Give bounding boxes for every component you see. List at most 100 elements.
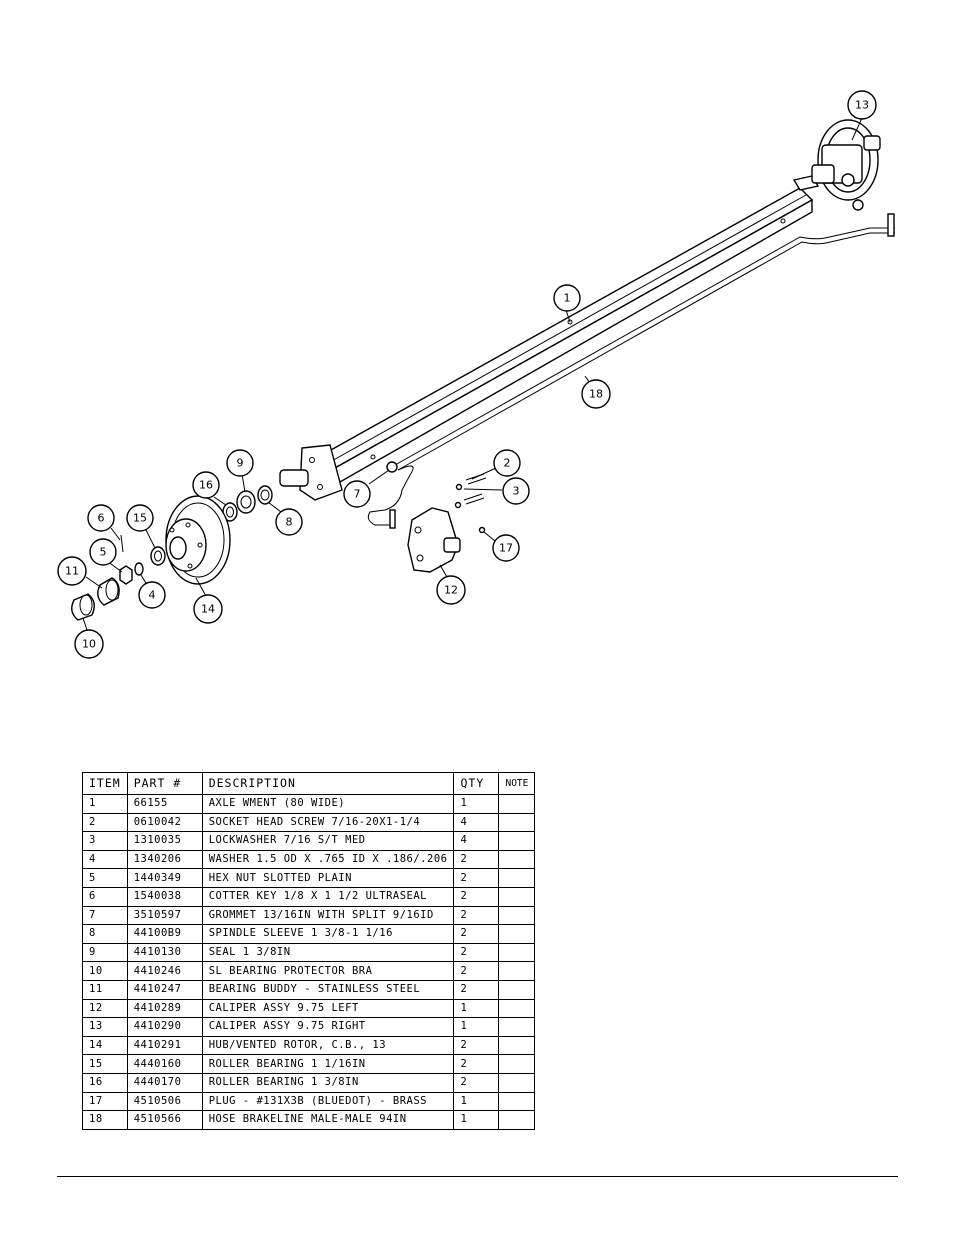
cell-part-number: 4410291 (126, 1035, 203, 1056)
svg-text:9: 9 (237, 457, 244, 470)
cell-part-number: 1540038 (126, 886, 203, 907)
cell-qty: 1 (453, 794, 500, 814)
cell-note (498, 868, 536, 888)
cell-note (498, 1072, 536, 1093)
cell-note (498, 831, 536, 851)
cell-description: HEX NUT SLOTTED PLAIN (201, 868, 455, 888)
cotter-key (120, 534, 124, 553)
svg-text:1: 1 (564, 292, 571, 305)
svg-text:16: 16 (199, 479, 213, 492)
cell-part-number: 4440170 (126, 1072, 203, 1093)
grommet (386, 461, 398, 473)
bearing-protector (71, 593, 95, 621)
cell-qty: 4 (453, 831, 500, 851)
exploded-axle-diagram: 1 2 3 4 5 6 7 8 9 10 11 12 13 14 15 16 1… (57, 90, 895, 659)
cell-item: 13 (82, 1017, 128, 1037)
cell-qty: 2 (453, 979, 500, 1000)
cell-item: 12 (82, 998, 128, 1019)
callout-14: 14 (193, 594, 223, 624)
callout-5: 5 (89, 538, 117, 566)
cell-description: HUB/VENTED ROTOR, C.B., 13 (201, 1035, 455, 1056)
hub-vented-rotor (165, 495, 231, 585)
table-header-row: ITEM PART # DESCRIPTION QTY NOTE (82, 772, 536, 795)
cell-part-number: 1310035 (126, 831, 203, 851)
cell-qty: 1 (453, 1091, 500, 1112)
callout-6: 6 (87, 504, 115, 532)
cell-item: 2 (82, 812, 128, 833)
cell-part-number: 4410247 (126, 979, 203, 1000)
cell-qty: 2 (453, 924, 500, 944)
cell-part-number: 4440160 (126, 1054, 203, 1074)
cell-note (498, 1017, 536, 1037)
caliper-assembly-right (811, 119, 881, 211)
svg-text:7: 7 (354, 488, 361, 501)
cell-part-number: 3510597 (126, 905, 203, 926)
cell-qty: 2 (453, 868, 500, 888)
cell-part-number: 1440349 (126, 868, 203, 888)
brake-line-hose (367, 213, 895, 529)
svg-text:2: 2 (504, 457, 511, 470)
cell-description: WASHER 1.5 OD X .765 ID X .186/.206 (201, 849, 455, 870)
callout-2: 2 (493, 449, 521, 477)
cell-item: 1 (82, 794, 128, 814)
cell-description: SPINDLE SLEEVE 1 3/8-1 1/16 (201, 924, 455, 944)
roller-bearing-small (150, 546, 166, 566)
callout-8: 8 (275, 508, 303, 536)
cell-item: 4 (82, 849, 128, 870)
cell-item: 18 (82, 1110, 128, 1130)
caliper-assembly-left (407, 507, 461, 573)
cell-qty: 2 (453, 1072, 500, 1093)
cell-note (498, 812, 536, 833)
cell-item: 8 (82, 924, 128, 944)
cell-description: GROMMET 13/16IN WITH SPLIT 9/16ID (201, 905, 455, 926)
cell-description: SL BEARING PROTECTOR BRA (201, 961, 455, 981)
header-description: DESCRIPTION (201, 772, 455, 795)
cell-part-number: 66155 (126, 794, 203, 814)
cell-item: 9 (82, 942, 128, 963)
svg-text:8: 8 (286, 516, 293, 529)
callout-12: 12 (436, 575, 466, 605)
cell-item: 7 (82, 905, 128, 926)
svg-text:12: 12 (444, 584, 458, 597)
cell-item: 11 (82, 979, 128, 1000)
cell-part-number: 1340206 (126, 849, 203, 870)
cell-part-number: 0610042 (126, 812, 203, 833)
callout-17: 17 (492, 534, 520, 562)
cell-note (498, 1035, 536, 1056)
cell-description: HOSE BRAKELINE MALE-MALE 94IN (201, 1110, 455, 1130)
cell-description: COTTER KEY 1/8 X 1 1/2 ULTRASEAL (201, 886, 455, 907)
cell-note (498, 961, 536, 981)
cell-qty: 2 (453, 1054, 500, 1074)
cell-item: 5 (82, 868, 128, 888)
callout-10: 10 (74, 629, 104, 659)
svg-text:15: 15 (133, 512, 147, 525)
header-qty: QTY (453, 772, 500, 795)
cell-note (498, 905, 536, 926)
cell-description: LOCKWASHER 7/16 S/T MED (201, 831, 455, 851)
footer-rule (57, 1176, 898, 1177)
svg-text:3: 3 (513, 485, 520, 498)
callout-3: 3 (502, 477, 530, 505)
cell-note (498, 794, 536, 814)
cell-description: BEARING BUDDY - STAINLESS STEEL (201, 979, 455, 1000)
cell-description: ROLLER BEARING 1 3/8IN (201, 1072, 455, 1093)
cell-qty: 2 (453, 905, 500, 926)
bearing-buddy (97, 577, 120, 606)
svg-text:14: 14 (201, 603, 215, 616)
header-item: ITEM (82, 772, 128, 795)
cell-part-number: 4410130 (126, 942, 203, 963)
cell-description: SOCKET HEAD SCREW 7/16-20X1-1/4 (201, 812, 455, 833)
cell-item: 15 (82, 1054, 128, 1074)
svg-text:6: 6 (98, 512, 105, 525)
callout-15: 15 (126, 504, 154, 532)
